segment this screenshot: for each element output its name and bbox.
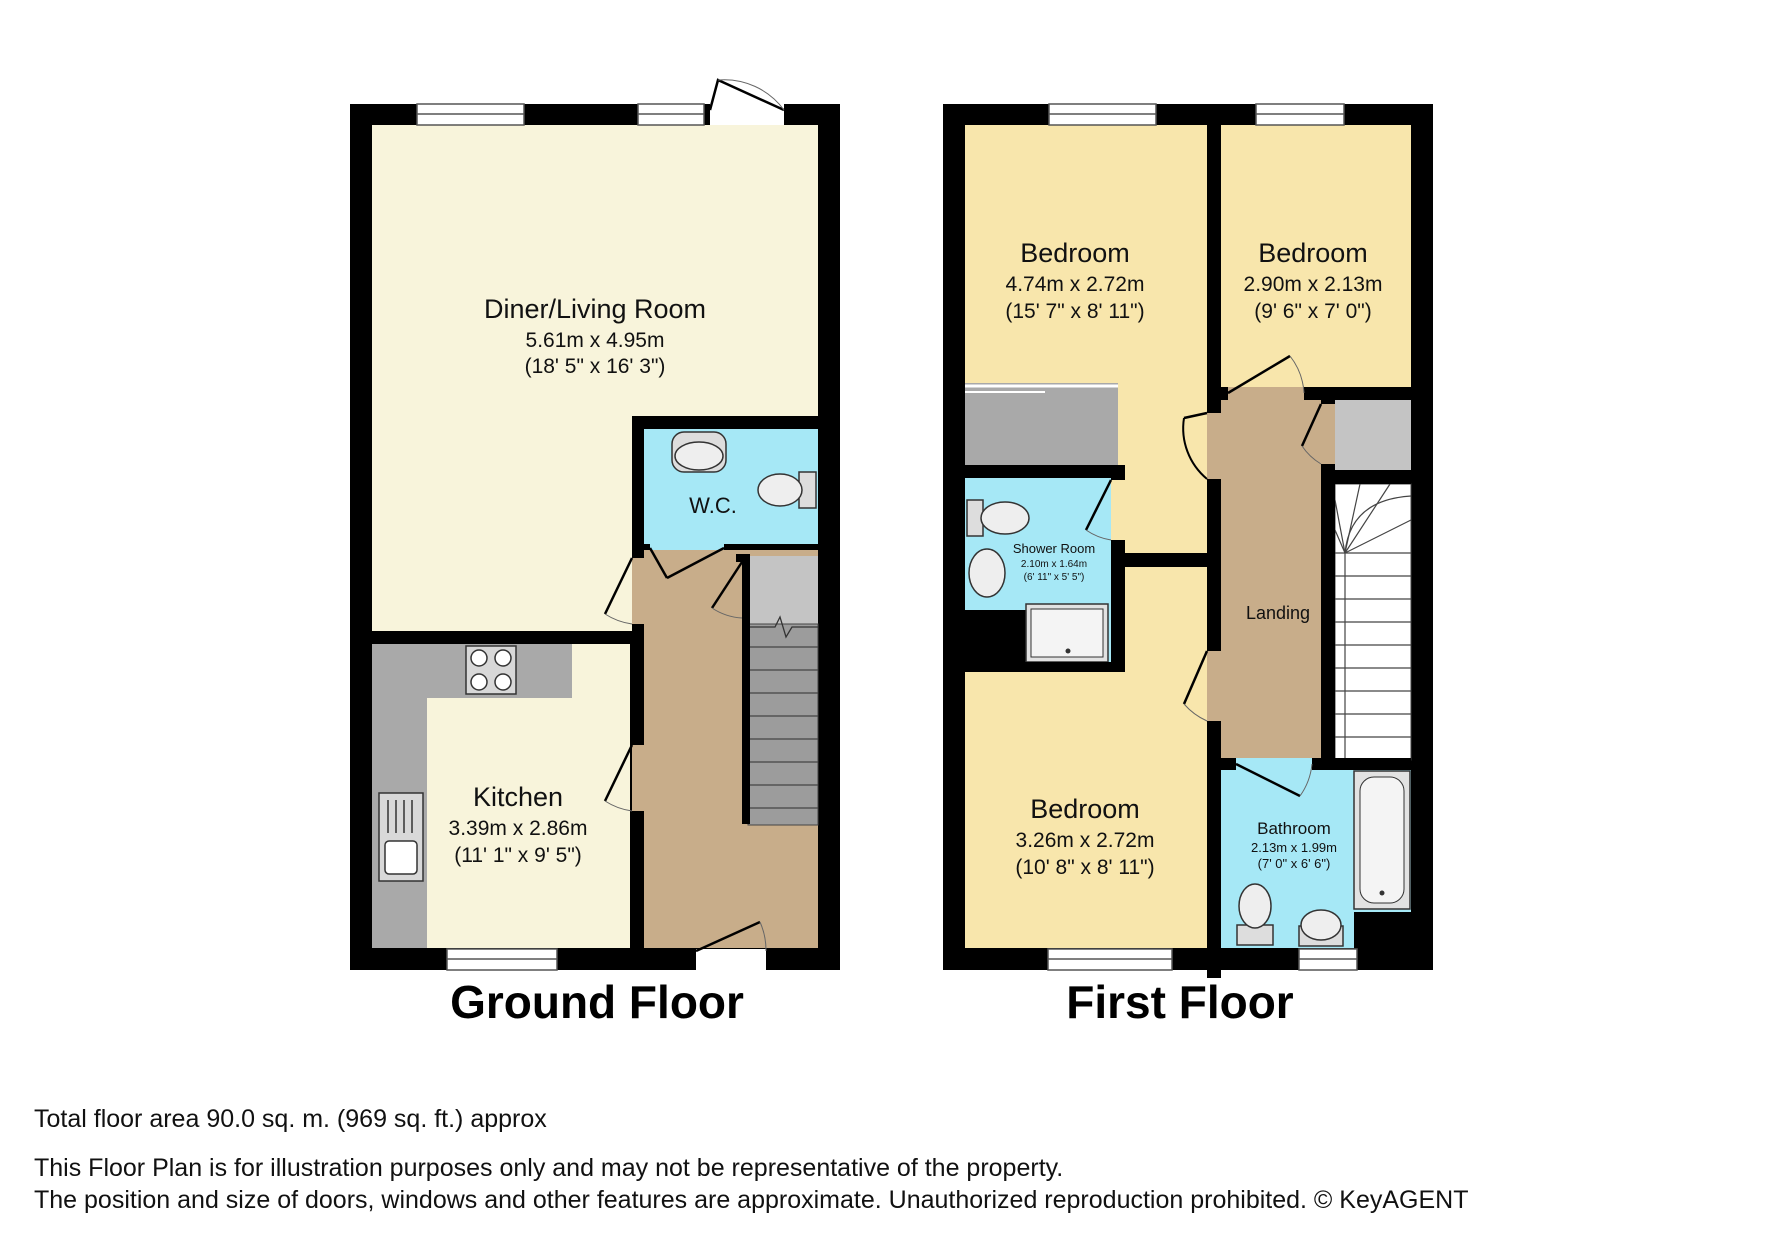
total-floor-area: Total floor area 90.0 sq. m. (969 sq. ft… [34, 1105, 547, 1133]
bedroom-3-metric: 3.26m x 2.72m [1016, 829, 1155, 852]
shower-room-metric: 2.10m x 1.64m [1021, 559, 1087, 570]
diner-living-room-imperial: (18' 5" x 16' 3") [525, 355, 666, 378]
ground-floor-title: Ground Floor [450, 976, 744, 1028]
bathroom-imperial: (7' 0" x 6' 6") [1258, 856, 1331, 871]
bedroom-2-area [1221, 125, 1411, 387]
landing-area [1221, 400, 1335, 760]
shower-room-imperial: (6' 11" x 5' 5") [1024, 572, 1085, 583]
ground-window-top-right [637, 103, 705, 126]
bathroom-basin-icon [1298, 909, 1344, 947]
shower-room-toilet-icon [968, 548, 1006, 598]
landing-cupboard [1335, 400, 1411, 470]
ground-window-kitchen [446, 948, 558, 971]
bedroom-2-metric: 2.90m x 2.13m [1244, 273, 1383, 296]
ground-door-diner-hall [603, 557, 644, 625]
kitchen-imperial: (11' 1" x 9' 5") [454, 844, 582, 867]
under-stairs-cupboard [742, 556, 818, 624]
diner-living-room-area [372, 125, 818, 631]
kitchen-metric: 3.39m x 2.86m [449, 817, 588, 840]
wc-name: W.C. [689, 493, 737, 518]
bathroom-toilet-icon [1236, 883, 1274, 946]
disclaimer-line-2: The position and size of doors, windows … [34, 1186, 1469, 1214]
ground-front-door [695, 920, 767, 970]
shower-room-name: Shower Room [1013, 541, 1095, 556]
first-door-bedroom-3 [1182, 650, 1221, 722]
ground-patio-door [708, 78, 785, 125]
wc-basin-icon [671, 431, 727, 473]
diner-living-room-name: Diner/Living Room [484, 294, 706, 324]
diner-living-room-metric: 5.61m x 4.95m [526, 329, 665, 352]
first-door-shower-room [1084, 479, 1125, 541]
bedroom-1-wardrobe [965, 383, 1118, 465]
ground-door-wc [648, 544, 725, 580]
disclaimer-line-1: This Floor Plan is for illustration purp… [34, 1154, 1064, 1182]
bedroom-1-imperial: (15' 7" x 8' 11") [1005, 300, 1144, 323]
ground-floor-plan: Diner/Living Room 5.61m x 4.95m (18' 5" … [350, 78, 840, 1028]
shower-tray-icon [1025, 603, 1109, 663]
landing-name: Landing [1246, 603, 1310, 623]
ground-door-stairs-cupboard [710, 561, 744, 619]
first-window-bedroom-1 [1048, 103, 1157, 126]
bedroom-3-name: Bedroom [1030, 794, 1140, 824]
wc-toilet-icon [757, 471, 817, 509]
first-window-bathroom [1298, 948, 1358, 971]
bedroom-2-name: Bedroom [1258, 238, 1368, 268]
bedroom-1-name: Bedroom [1020, 238, 1130, 268]
bathroom-name: Bathroom [1257, 819, 1331, 838]
bedroom-3-imperial: (10' 8" x 8' 11") [1015, 856, 1154, 879]
bedroom-2-imperial: (9' 6" x 7' 0") [1254, 300, 1371, 323]
first-door-bathroom [1235, 758, 1313, 798]
bathroom-metric: 2.13m x 1.99m [1251, 840, 1337, 855]
shower-room-basin-icon [966, 499, 1030, 537]
hob-icon [465, 645, 517, 695]
first-door-cupboard [1300, 403, 1335, 465]
first-door-bedroom-2 [1227, 354, 1305, 400]
first-floor-plan: Bedroom 4.74m x 2.72m (15' 7" x 8' 11") … [943, 103, 1433, 1028]
bedroom-3-area [965, 567, 1207, 948]
first-floor-stairs [1334, 483, 1412, 761]
kitchen-sink-icon [378, 792, 424, 882]
first-floor-title: First Floor [1066, 976, 1294, 1028]
kitchen-name: Kitchen [473, 782, 563, 812]
bath-tub-icon [1353, 770, 1411, 910]
first-window-bedroom-3 [1047, 948, 1173, 971]
first-door-bedroom-1 [1182, 411, 1221, 480]
bedroom-1-metric: 4.74m x 2.72m [1006, 273, 1145, 296]
ground-floor-stairs [747, 615, 819, 826]
ground-door-kitchen-hall [603, 744, 644, 812]
first-window-bedroom-2 [1255, 103, 1345, 126]
ground-window-top-left [416, 103, 525, 126]
